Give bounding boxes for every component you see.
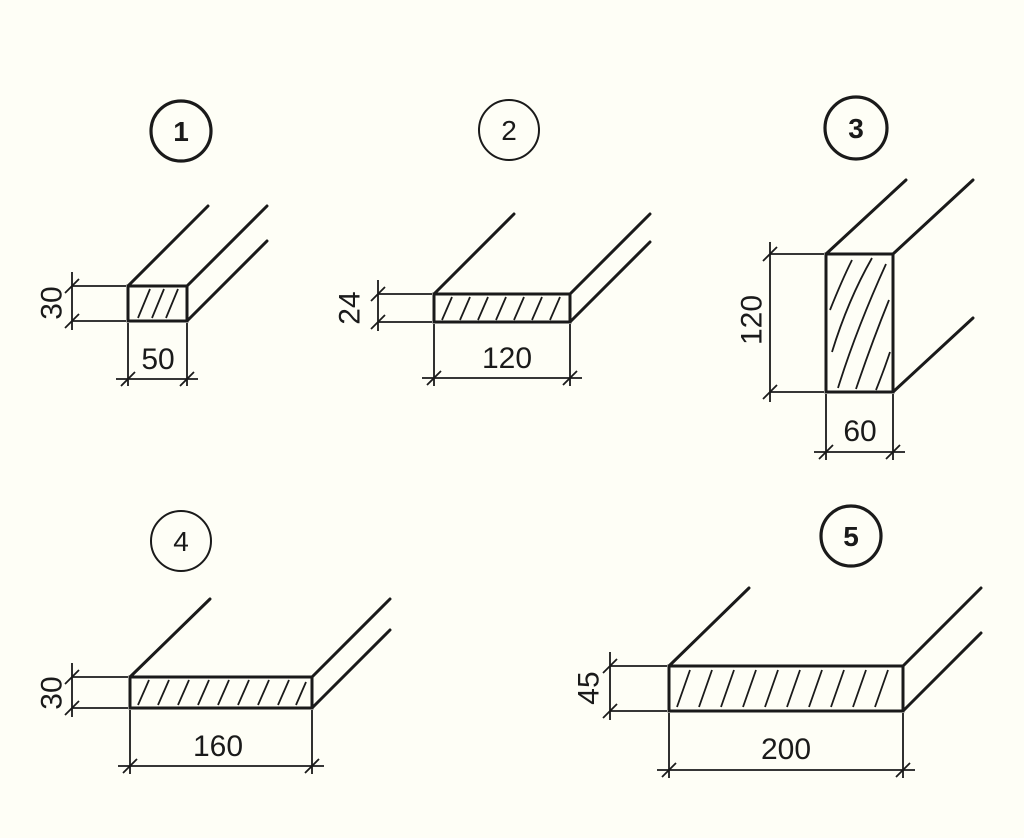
section-2-badge-number: 2 <box>501 115 517 146</box>
section-2: 2 24 <box>334 99 652 386</box>
section-2-width-dimension <box>422 324 582 386</box>
section-1-width-dimension <box>116 323 198 387</box>
section-1-thickness-dimension <box>64 272 126 330</box>
section-4-width-dimension <box>118 710 324 774</box>
section-2-board <box>432 212 652 324</box>
section-5-width-dimension <box>657 713 915 778</box>
section-2-badge: 2 <box>478 99 540 161</box>
section-3-grain-hatching <box>829 257 891 391</box>
section-3-badge-number: 3 <box>848 113 864 144</box>
section-2-grain-hatching <box>441 296 561 321</box>
section-3-thickness-label: 120 <box>736 295 769 345</box>
section-3-badge: 3 <box>823 95 889 161</box>
section-4-width-label: 160 <box>193 730 243 763</box>
section-2-thickness-dimension <box>370 280 432 331</box>
section-4-thickness-dimension <box>64 663 128 717</box>
section-5-cross-section <box>667 664 905 713</box>
section-5-board <box>667 586 983 713</box>
section-4: 4 30 <box>36 510 392 774</box>
section-4-cross-section <box>128 675 314 710</box>
section-3: 3 120 <box>736 95 975 460</box>
section-5-badge-number: 5 <box>843 521 859 552</box>
section-1-badge-number: 1 <box>173 116 189 147</box>
section-4-badge: 4 <box>150 510 212 572</box>
section-1: 1 30 50 <box>36 99 269 387</box>
section-1-grain-hatching <box>137 288 179 319</box>
section-1-width-label: 50 <box>141 343 174 376</box>
section-1-thickness-label: 30 <box>36 286 69 319</box>
section-4-board <box>128 597 392 710</box>
section-3-board <box>824 178 975 394</box>
section-5-thickness-label: 45 <box>573 671 606 704</box>
section-3-width-dimension <box>814 394 905 460</box>
section-2-width-label: 120 <box>482 342 532 375</box>
section-4-thickness-label: 30 <box>36 676 69 709</box>
section-1-badge: 1 <box>149 99 213 163</box>
section-5-grain-hatching <box>676 669 889 708</box>
section-1-board <box>126 204 269 323</box>
section-4-grain-hatching <box>137 679 307 706</box>
section-5-width-label: 200 <box>761 733 811 766</box>
section-5-badge: 5 <box>819 504 883 568</box>
section-2-thickness-label: 24 <box>334 291 367 324</box>
section-5-thickness-dimension <box>602 652 667 720</box>
section-3-width-label: 60 <box>843 415 876 448</box>
section-3-thickness-dimension <box>762 242 824 402</box>
section-4-badge-number: 4 <box>173 526 189 557</box>
section-3-cross-section <box>824 252 895 394</box>
section-5: 5 45 <box>573 504 983 778</box>
